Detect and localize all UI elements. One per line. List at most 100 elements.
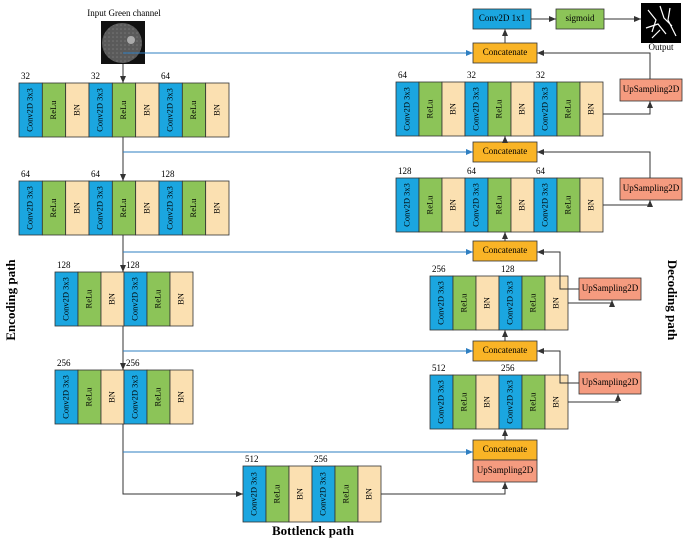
dec2-relu-label: ReLu xyxy=(424,195,434,215)
dec1-bn-label: BN xyxy=(585,103,595,115)
enc2-relu-label: ReLu xyxy=(48,198,58,218)
enc4-relu-label: ReLu xyxy=(152,387,162,407)
flow-arrow xyxy=(537,348,579,384)
dec2-relu-label: ReLu xyxy=(562,195,572,215)
concat-2-label: Concatenate xyxy=(483,146,527,156)
dec1-relu-label: ReLu xyxy=(562,99,572,119)
enc1-relu-label: ReLu xyxy=(48,100,58,120)
enc1-bn-label: BN xyxy=(211,104,221,116)
flow-arrow xyxy=(537,249,579,290)
enc1-conv-label: Conv2D 3x3 xyxy=(95,88,105,132)
bottleneck-bn-label: BN xyxy=(363,488,373,500)
enc2-channel-count: 64 xyxy=(21,169,31,179)
bottleneck-channel-count: 512 xyxy=(245,454,259,464)
bottleneck-bn-label: BN xyxy=(294,488,304,500)
dec2-conv-label: Conv2D 3x3 xyxy=(470,183,480,227)
input-optic-disc xyxy=(127,36,135,44)
enc3-channel-count: 128 xyxy=(57,260,71,270)
enc2-bn-cell xyxy=(205,180,230,236)
enc1-channel-count: 32 xyxy=(91,71,100,81)
bottleneck-conv-label: Conv2D 3x3 xyxy=(317,472,327,516)
dec1-bn-cell xyxy=(579,81,604,137)
upsampling-1-label: UpSampling2D xyxy=(623,84,680,94)
enc4-bn-label: BN xyxy=(175,391,185,403)
concat-4-label: Concatenate xyxy=(483,345,527,355)
enc3-conv-label: Conv2D 3x3 xyxy=(129,277,139,321)
output-vessel xyxy=(651,29,661,39)
enc2-channel-count: 64 xyxy=(91,169,101,179)
dec1-channel-count: 32 xyxy=(467,70,476,80)
sigmoid-box-label: sigmoid xyxy=(565,13,595,23)
output-vessel xyxy=(667,7,677,37)
output-vessel xyxy=(645,23,667,35)
dec3-relu-label: ReLu xyxy=(458,293,468,313)
enc3-relu-label: ReLu xyxy=(152,289,162,309)
dec3-bn-label: BN xyxy=(550,297,560,309)
dec3-conv-label: Conv2D 3x3 xyxy=(435,281,445,325)
dec2-conv-label: Conv2D 3x3 xyxy=(539,183,549,227)
enc3-conv-label: Conv2D 3x3 xyxy=(60,277,70,321)
dec1-conv-label: Conv2D 3x3 xyxy=(539,87,549,131)
enc2-bn-label: BN xyxy=(141,202,151,214)
dec4-relu-label: ReLu xyxy=(527,392,537,412)
dec3-relu-label: ReLu xyxy=(527,293,537,313)
dec2-relu-label: ReLu xyxy=(493,195,503,215)
bottleneck-conv-label: Conv2D 3x3 xyxy=(248,472,258,516)
dec4-conv-label: Conv2D 3x3 xyxy=(504,380,514,424)
enc1-conv-label: Conv2D 3x3 xyxy=(25,88,35,132)
dec4-bn-label: BN xyxy=(550,396,560,408)
enc1-relu-label: ReLu xyxy=(118,100,128,120)
enc3-bn-label: BN xyxy=(175,293,185,305)
dec2-block: Conv2D 3x3 ReLu BN Conv2D 3x3 ReLu BN Conv2D 3… xyxy=(395,166,604,233)
enc2-conv-label: Conv2D 3x3 xyxy=(165,186,175,230)
flow-arrow xyxy=(537,149,651,178)
dec3-channel-count: 256 xyxy=(432,264,446,274)
dec2-conv-label: Conv2D 3x3 xyxy=(401,183,411,227)
dec4-relu-label: ReLu xyxy=(458,392,468,412)
enc2-conv-label: Conv2D 3x3 xyxy=(95,186,105,230)
upsampling-5-label: UpSampling2D xyxy=(477,465,534,475)
enc2-bn-label: BN xyxy=(71,202,81,214)
output-vessel xyxy=(647,9,657,33)
enc4-channel-count: 256 xyxy=(57,358,71,368)
output-label: Output xyxy=(648,42,674,52)
enc1-conv-label: Conv2D 3x3 xyxy=(165,88,175,132)
dec1-channel-count: 64 xyxy=(398,70,408,80)
dec1-relu-label: ReLu xyxy=(493,99,503,119)
flow-arrow xyxy=(381,482,508,495)
dec2-bn-label: BN xyxy=(516,199,526,211)
dec3-bn-label: BN xyxy=(481,297,491,309)
enc3-channel-count: 128 xyxy=(126,260,140,270)
enc1-relu-label: ReLu xyxy=(188,100,198,120)
dec1-bn-label: BN xyxy=(516,103,526,115)
enc4-bn-cell xyxy=(169,369,194,425)
flow-arrow xyxy=(537,50,651,79)
upsampling-2-label: UpSampling2D xyxy=(623,183,680,193)
enc1-channel-count: 64 xyxy=(161,71,171,81)
dec3-conv-label: Conv2D 3x3 xyxy=(504,281,514,325)
enc3-bn-label: BN xyxy=(106,293,116,305)
enc1-bn-cell xyxy=(205,82,230,138)
enc2-bn-label: BN xyxy=(211,202,221,214)
dec3-block: Conv2D 3x3 ReLu BN Conv2D 3x3 ReLu BN 256 128 xyxy=(429,264,569,331)
enc2-conv-label: Conv2D 3x3 xyxy=(25,186,35,230)
dec2-bn-label: BN xyxy=(585,199,595,211)
dec2-bn-label: BN xyxy=(447,199,457,211)
dec3-channel-count: 128 xyxy=(501,264,515,274)
dec1-bn-label: BN xyxy=(447,103,457,115)
bottleneck-relu-label: ReLu xyxy=(271,484,281,504)
enc1-channel-count: 32 xyxy=(21,71,30,81)
dec2-channel-count: 64 xyxy=(536,166,546,176)
input-label: Input Green channel xyxy=(87,8,161,18)
dec4-bn-label: BN xyxy=(481,396,491,408)
dec1-channel-count: 32 xyxy=(536,70,545,80)
upsampling-4-label: UpSampling2D xyxy=(582,377,639,387)
enc4-conv-label: Conv2D 3x3 xyxy=(129,375,139,419)
decoding-path-label: Decoding path xyxy=(665,260,680,341)
